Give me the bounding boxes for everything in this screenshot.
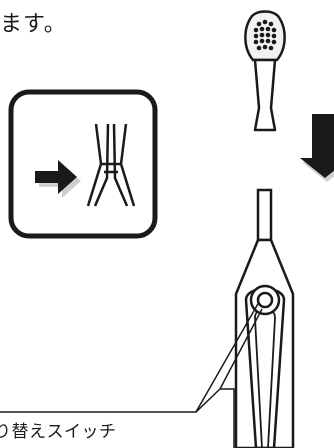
- instruction-text: ます。: [0, 12, 67, 37]
- toothbrush-handle: [234, 188, 295, 448]
- brush-head-icon: [244, 10, 286, 132]
- mode-switch-label: り替えスイッチ: [0, 422, 117, 442]
- insert-detail-inset: [8, 89, 158, 239]
- switch-callout: [0, 301, 263, 448]
